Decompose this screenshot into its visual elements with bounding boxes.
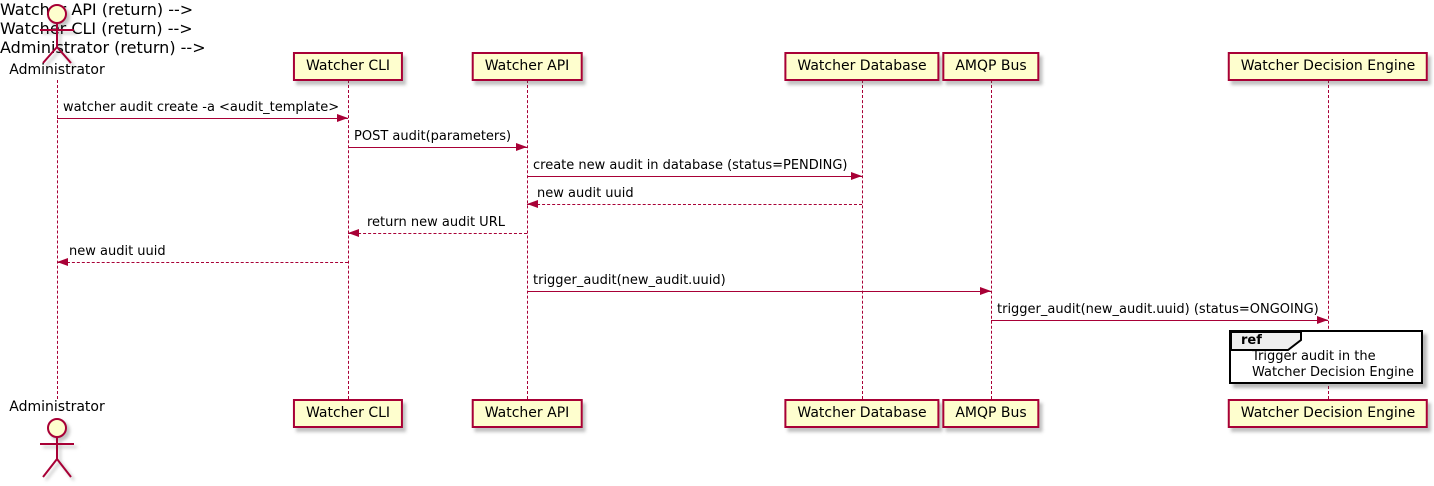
message-line xyxy=(348,147,527,148)
actor-icon xyxy=(40,418,74,478)
participant-box-amqp-bus-bottom: AMQP Bus xyxy=(942,399,1040,428)
message-line xyxy=(991,320,1328,321)
arrowhead-right-icon xyxy=(980,287,991,295)
participant-box-watcher-api-top: Watcher API xyxy=(471,52,583,81)
ref-text-line: Watcher Decision Engine xyxy=(1252,365,1414,380)
participant-box-watcher-database-bottom: Watcher Database xyxy=(784,399,940,428)
actor-icon xyxy=(40,4,74,64)
message-line xyxy=(348,233,527,234)
ref-keyword: ref xyxy=(1241,333,1262,348)
arrowhead-right-icon xyxy=(337,114,348,122)
arrowhead-left-icon xyxy=(348,229,359,237)
message-label: trigger_audit(new_audit.uuid) xyxy=(533,273,726,288)
participant-box-amqp-bus-top: AMQP Bus xyxy=(942,52,1040,81)
participant-box-watcher-api-bottom: Watcher API xyxy=(471,399,583,428)
message-label: trigger_audit(new_audit.uuid) (status=ON… xyxy=(997,302,1319,317)
ref-fragment: ref Trigger audit in the Watcher Decisio… xyxy=(1229,330,1423,384)
participant-box-watcher-cli-bottom: Watcher CLI xyxy=(292,399,404,428)
participant-box-watcher-decision-engine-bottom: Watcher Decision Engine xyxy=(1227,399,1429,428)
lifeline-administrator xyxy=(57,80,58,399)
actor-label-bottom: Administrator xyxy=(9,399,105,415)
lifeline-amqp-bus xyxy=(991,80,992,399)
arrowhead-right-icon xyxy=(516,143,527,151)
message-line xyxy=(57,262,348,263)
message-label: create new audit in database (status=PEN… xyxy=(533,158,848,173)
ref-header-pentagon-icon xyxy=(1230,331,1302,351)
arrowhead-right-icon xyxy=(851,172,862,180)
message-line xyxy=(527,291,991,292)
lifeline-watcher-api xyxy=(527,80,528,399)
message-label: new audit uuid xyxy=(537,186,634,201)
arrowhead-left-icon xyxy=(527,200,538,208)
message-line xyxy=(527,204,862,205)
message-label: watcher audit create -a <audit_template> xyxy=(63,100,340,115)
lifeline-watcher-database xyxy=(862,80,863,399)
arrowhead-left-icon xyxy=(57,258,68,266)
lifeline-watcher-decision-engine xyxy=(1328,80,1329,399)
lifeline-watcher-cli xyxy=(348,80,349,399)
arrowhead-right-icon xyxy=(1317,316,1328,324)
message-label: POST audit(parameters) xyxy=(354,129,512,144)
message-line xyxy=(527,176,862,177)
message-label: new audit uuid xyxy=(69,244,166,259)
participant-box-watcher-decision-engine-top: Watcher Decision Engine xyxy=(1227,52,1429,81)
message-line xyxy=(57,118,348,119)
participant-box-watcher-cli-top: Watcher CLI xyxy=(292,52,404,81)
actor-label-top: Administrator xyxy=(9,62,105,78)
message-label: return new audit URL xyxy=(367,215,505,230)
participant-box-watcher-database-top: Watcher Database xyxy=(784,52,940,81)
ref-text-line: Trigger audit in the xyxy=(1252,349,1376,364)
